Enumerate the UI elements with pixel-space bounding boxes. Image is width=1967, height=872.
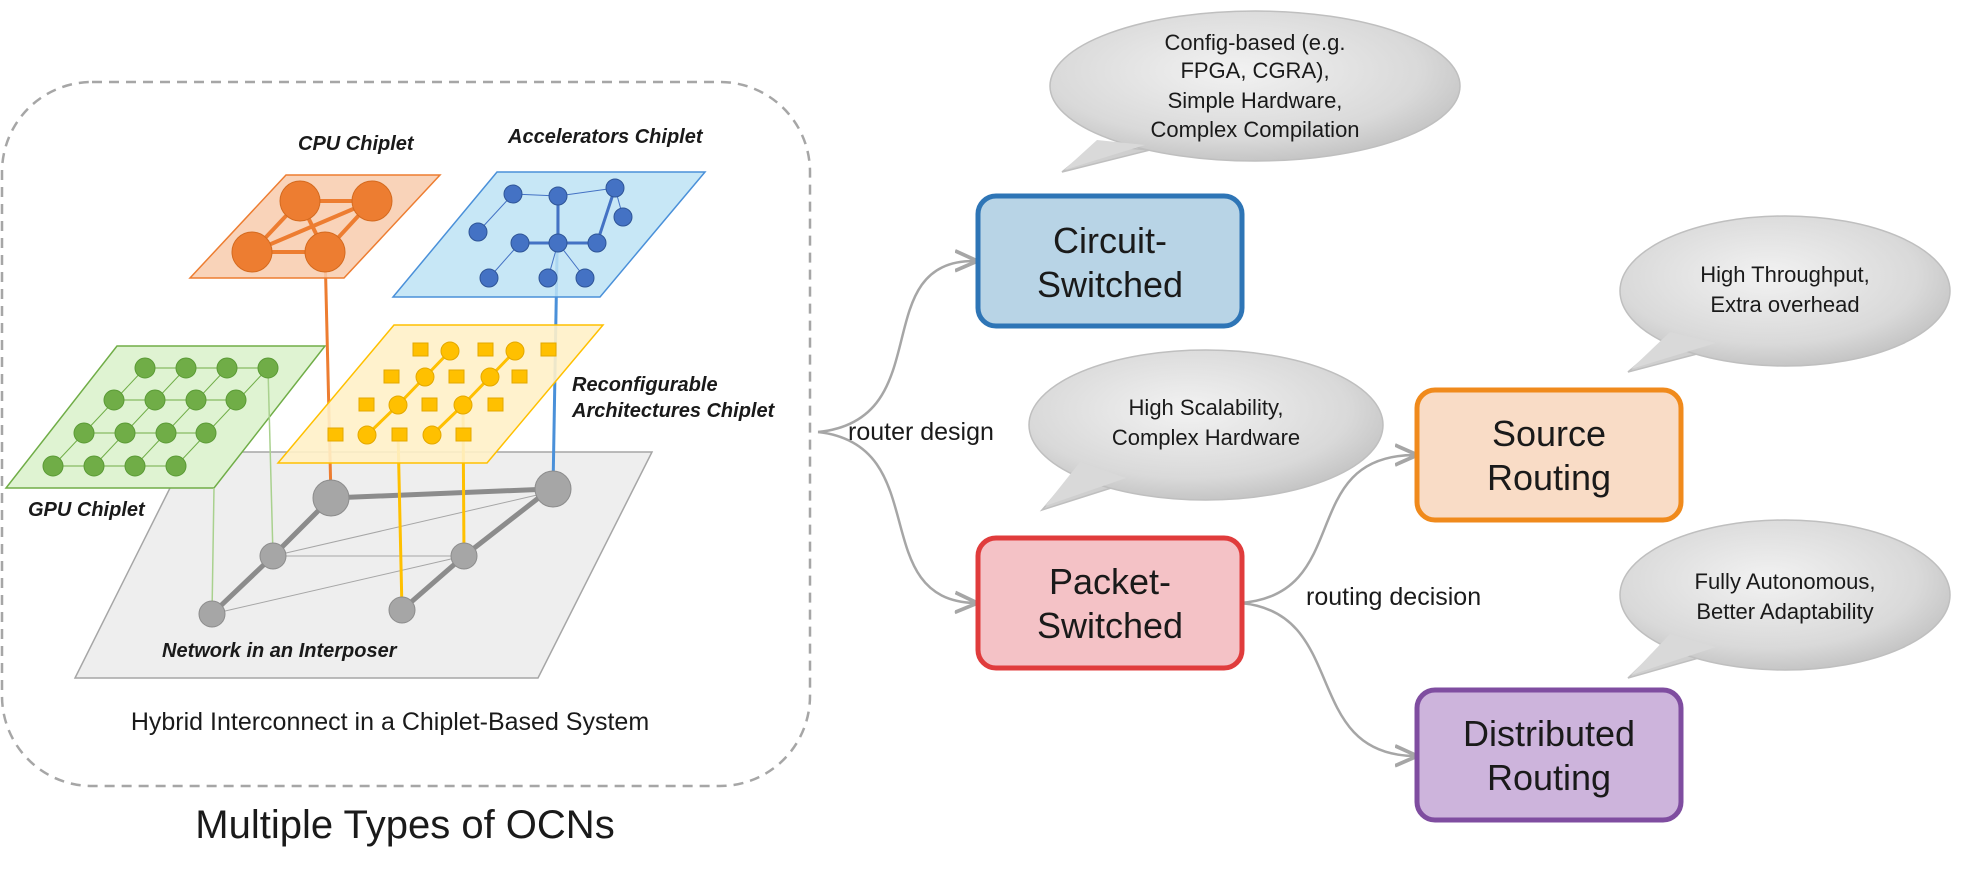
accelerators-chiplet-label: Accelerators Chiplet <box>507 126 704 148</box>
circuit-switched-box: Circuit- Switched <box>975 193 1245 329</box>
packet-bubble-line2: Complex Hardware <box>1112 425 1300 450</box>
circuit-switched-label-line1: Circuit- <box>1053 220 1167 261</box>
circuit-bubble: Config-based (e.g. FPGA, CGRA), Simple H… <box>1049 10 1461 173</box>
circuit-bubble-line3: Simple Hardware, <box>1168 88 1343 113</box>
distributed-bubble: Fully Autonomous, Better Adaptability <box>1619 519 1951 679</box>
gpu-chiplet-label: GPU Chiplet <box>28 499 146 521</box>
cpu-chiplet-label: CPU Chiplet <box>298 133 415 155</box>
circuit-bubble-line2: FPGA, CGRA), <box>1180 58 1329 83</box>
gpu-chiplet-plane <box>4 345 327 489</box>
packet-bubble: High Scalability, Complex Hardware <box>1028 349 1384 512</box>
router-design-label: router design <box>848 418 994 446</box>
circuit-switched-label-line2: Switched <box>1037 264 1183 305</box>
interposer-nodes <box>198 470 572 628</box>
reconfigurable-chiplet-label-line2: Architectures Chiplet <box>571 400 776 422</box>
source-bubble-line2: Extra overhead <box>1710 292 1859 317</box>
system-frame <box>0 80 812 788</box>
routing-decision-connectors <box>1239 455 1415 756</box>
distributed-bubble-line1: Fully Autonomous, <box>1695 569 1876 594</box>
gpu-to-interposer-link <box>211 487 215 615</box>
routing-decision-label: routing decision <box>1306 583 1481 611</box>
distributed-bubble-line2: Better Adaptability <box>1696 599 1873 624</box>
cpu-nodes <box>231 180 393 273</box>
gpu-links <box>52 367 269 467</box>
reconfigurable-nodes <box>357 341 525 445</box>
gpu-nodes <box>42 357 279 477</box>
packet-switched-box: Packet- Switched <box>975 535 1245 671</box>
circuit-bubble-line1: Config-based (e.g. <box>1165 30 1346 55</box>
system-caption: Hybrid Interconnect in a Chiplet-Based S… <box>131 708 649 736</box>
circuit-bubble-line4: Complex Compilation <box>1150 117 1359 142</box>
reconfigurable-chiplet-plane <box>276 324 605 464</box>
gpu-to-interposer-link-2 <box>267 367 274 557</box>
reconfigurable-chiplet-label-line1: Reconfigurable <box>572 374 718 396</box>
source-routing-box: Source Routing <box>1414 387 1684 523</box>
main-caption: Multiple Types of OCNs <box>195 803 614 847</box>
interposer-label: Network in an Interposer <box>162 640 398 662</box>
distributed-routing-box: Distributed Routing <box>1414 687 1684 823</box>
accelerators-chiplet-plane <box>391 171 707 298</box>
packet-switched-label-line2: Switched <box>1037 605 1183 646</box>
reconfigurable-squares <box>327 342 557 442</box>
source-bubble: High Throughput, Extra overhead <box>1619 215 1951 373</box>
router-design-connectors <box>817 261 975 603</box>
source-routing-label-line2: Routing <box>1487 457 1611 498</box>
interposer-links <box>209 486 553 617</box>
distributed-routing-label-line2: Routing <box>1487 757 1611 798</box>
interposer-thin-links <box>211 491 551 615</box>
packet-switched-label-line1: Packet- <box>1049 561 1171 602</box>
source-bubble-line1: High Throughput, <box>1700 262 1870 287</box>
source-routing-label-line1: Source <box>1492 413 1606 454</box>
accelerator-nodes <box>468 178 633 288</box>
distributed-routing-label-line1: Distributed <box>1463 713 1635 754</box>
packet-bubble-line1: High Scalability, <box>1129 395 1284 420</box>
